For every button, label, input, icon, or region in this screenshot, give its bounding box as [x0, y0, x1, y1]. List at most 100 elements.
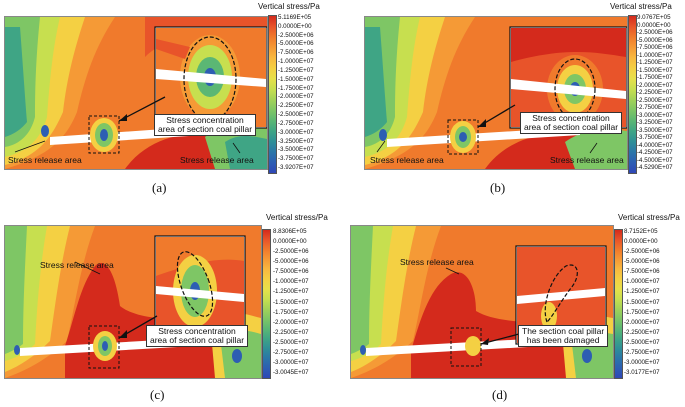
colorbar-tick-label: -1.0000E+07	[278, 58, 314, 66]
colorbar-tick-label: 0.0000E+00	[637, 21, 671, 29]
colorbar-tick-label: -2.0000E+07	[278, 93, 314, 101]
contour-plot-c	[4, 225, 262, 379]
colorbar-tick-label: -3.5000E+07	[278, 146, 314, 154]
label-release-left-b: Stress release area	[370, 155, 444, 165]
colorbar-tick-label: -1.7500E+07	[273, 308, 309, 316]
colorbar-ticks-d: 8.7152E+05 0.0000E+00 -2.5000E+06 -5.0000E+…	[624, 228, 684, 377]
colorbar-tick-label: -4.0000E+07	[637, 141, 673, 149]
colorbar-tick-label: -3.5000E+07	[637, 126, 673, 134]
colorbar-tick-label: 8.8306E+05	[273, 228, 307, 235]
colorbar-a	[268, 15, 277, 174]
colorbar-tick-label: -4.5000E+07	[637, 156, 673, 164]
panel-c: Stress release area Stress concentration…	[0, 205, 342, 407]
panel-d: Stress release area The section coal pil…	[342, 205, 685, 407]
colorbar-tick-label: -5.0000E+06	[624, 258, 660, 266]
colorbar-tick-label: -1.5000E+07	[637, 66, 673, 74]
colorbar-tick-label: -3.0000E+07	[637, 111, 673, 119]
colorbar-tick-label: -7.5000E+06	[637, 44, 673, 51]
colorbar-tick-label: -2.7500E+07	[624, 348, 660, 356]
colorbar-tick-label: 8.7152E+05	[624, 228, 658, 235]
legend-title-a: Vertical stress/Pa	[258, 2, 320, 11]
label-concentration-a: Stress concentration area of section coa…	[154, 114, 257, 136]
caption-d: (d)	[492, 387, 508, 402]
colorbar-tick-label: -2.2500E+07	[273, 328, 309, 336]
colorbar-tick-label: 0.0000E+00	[273, 238, 307, 246]
colorbar-tick-label: -2.5000E+07	[278, 111, 314, 119]
colorbar-tick-label: -1.7500E+07	[637, 74, 673, 81]
colorbar-tick-label: -1.2500E+07	[278, 66, 314, 74]
colorbar-tick-label: -3.0177E+07	[624, 369, 660, 376]
colorbar-b	[628, 15, 637, 174]
colorbar-tick-label: -2.5000E+07	[273, 338, 309, 346]
colorbar-tick-label: -3.0000E+07	[273, 358, 309, 366]
colorbar-tick-label: -2.7500E+07	[273, 348, 309, 356]
colorbar-tick-label: -2.2500E+07	[278, 102, 314, 110]
colorbar-tick-label: -2.7500E+07	[278, 119, 314, 127]
caption-c: (c)	[150, 387, 165, 402]
colorbar-tick-label: -1.7500E+07	[624, 308, 660, 316]
colorbar-tick-label: -1.2500E+07	[637, 59, 673, 66]
label-release-top-c: Stress release area	[40, 260, 114, 270]
colorbar-tick-label: -7.5000E+06	[624, 268, 660, 276]
caption-b: (b)	[490, 180, 506, 195]
colorbar-tick-label: -2.0000E+07	[273, 318, 309, 326]
panel-a: Stress concentration area of section coa…	[0, 0, 342, 200]
colorbar-tick-label: -2.5000E+06	[278, 31, 314, 39]
colorbar-tick-label: -2.0000E+07	[624, 318, 660, 326]
colorbar-tick-label: -1.0000E+07	[273, 278, 309, 286]
colorbar-tick-label: -1.5000E+07	[273, 298, 309, 306]
colorbar-tick-label: -2.5000E+07	[637, 96, 673, 104]
colorbar-tick-label: -2.5000E+06	[624, 248, 660, 256]
colorbar-tick-label: -3.0000E+07	[624, 358, 660, 366]
legend-title-c: Vertical stress/Pa	[266, 213, 328, 222]
label-release-left-a: Stress release area	[8, 155, 82, 165]
colorbar-tick-label: -3.2500E+07	[637, 119, 673, 126]
colorbar-tick-label: -2.0000E+07	[637, 81, 673, 89]
colorbar-tick-label: -7.5000E+06	[278, 49, 314, 57]
label-release-top-d: Stress release area	[400, 257, 474, 267]
colorbar-d	[614, 229, 623, 379]
colorbar-tick-label: -3.2500E+07	[278, 137, 314, 145]
label-concentration-b: Stress concentration area of section coa…	[520, 112, 623, 134]
colorbar-tick-label: -3.9207E+07	[278, 164, 314, 171]
colorbar-tick-label: -7.5000E+06	[273, 268, 309, 276]
caption-a: (a)	[152, 180, 167, 195]
colorbar-tick-label: -4.5290E+07	[637, 164, 673, 171]
colorbar-tick-label: -2.5000E+06	[273, 248, 309, 256]
label-release-right-a: Stress release area	[180, 155, 254, 165]
colorbar-tick-label: -1.7500E+07	[278, 84, 314, 92]
colorbar-tick-label: -3.0045E+07	[273, 369, 309, 376]
panel-b: Stress concentration area of section coa…	[342, 0, 685, 200]
colorbar-tick-label: -3.7500E+07	[278, 155, 314, 163]
colorbar-tick-label: -1.0000E+07	[624, 278, 660, 286]
label-damaged-d: The section coal pillar has been damaged	[518, 325, 609, 347]
colorbar-tick-label: -4.2500E+07	[637, 149, 673, 156]
colorbar-c	[262, 229, 271, 379]
colorbar-tick-label: -5.0000E+06	[278, 40, 314, 48]
colorbar-tick-label: -3.0000E+07	[278, 128, 314, 136]
colorbar-tick-label: -1.0000E+07	[637, 51, 673, 59]
colorbar-tick-label: 0.0000E+00	[624, 238, 658, 246]
legend-title-b: Vertical stress/Pa	[610, 2, 672, 11]
colorbar-tick-label: -2.2500E+07	[637, 89, 673, 96]
colorbar-tick-label: -2.2500E+07	[624, 328, 660, 336]
contour-plot-a	[4, 16, 268, 170]
colorbar-tick-label: -1.5000E+07	[278, 75, 314, 83]
legend-title-d: Vertical stress/Pa	[618, 213, 680, 222]
colorbar-tick-label: -1.5000E+07	[624, 298, 660, 306]
colorbar-tick-label: -5.0000E+06	[637, 36, 673, 44]
colorbar-tick-label: -2.7500E+07	[637, 104, 673, 111]
colorbar-ticks-c: 8.8306E+05 0.0000E+00 -2.5000E+06 -5.0000E+…	[273, 228, 335, 377]
colorbar-tick-label: -3.7500E+07	[637, 134, 673, 141]
colorbar-tick-label: -5.0000E+06	[273, 258, 309, 266]
colorbar-tick-label: -1.2500E+07	[273, 288, 309, 296]
contour-plot-d	[350, 225, 614, 379]
label-release-right-b: Stress release area	[550, 155, 624, 165]
colorbar-tick-label: 5.1169E+05	[278, 14, 312, 21]
label-concentration-c: Stress concentration area of section coa…	[146, 325, 249, 347]
colorbar-tick-label: 9.0767E+05	[637, 14, 671, 21]
contour-plot-b	[364, 16, 628, 170]
colorbar-tick-label: -2.5000E+06	[637, 29, 673, 36]
